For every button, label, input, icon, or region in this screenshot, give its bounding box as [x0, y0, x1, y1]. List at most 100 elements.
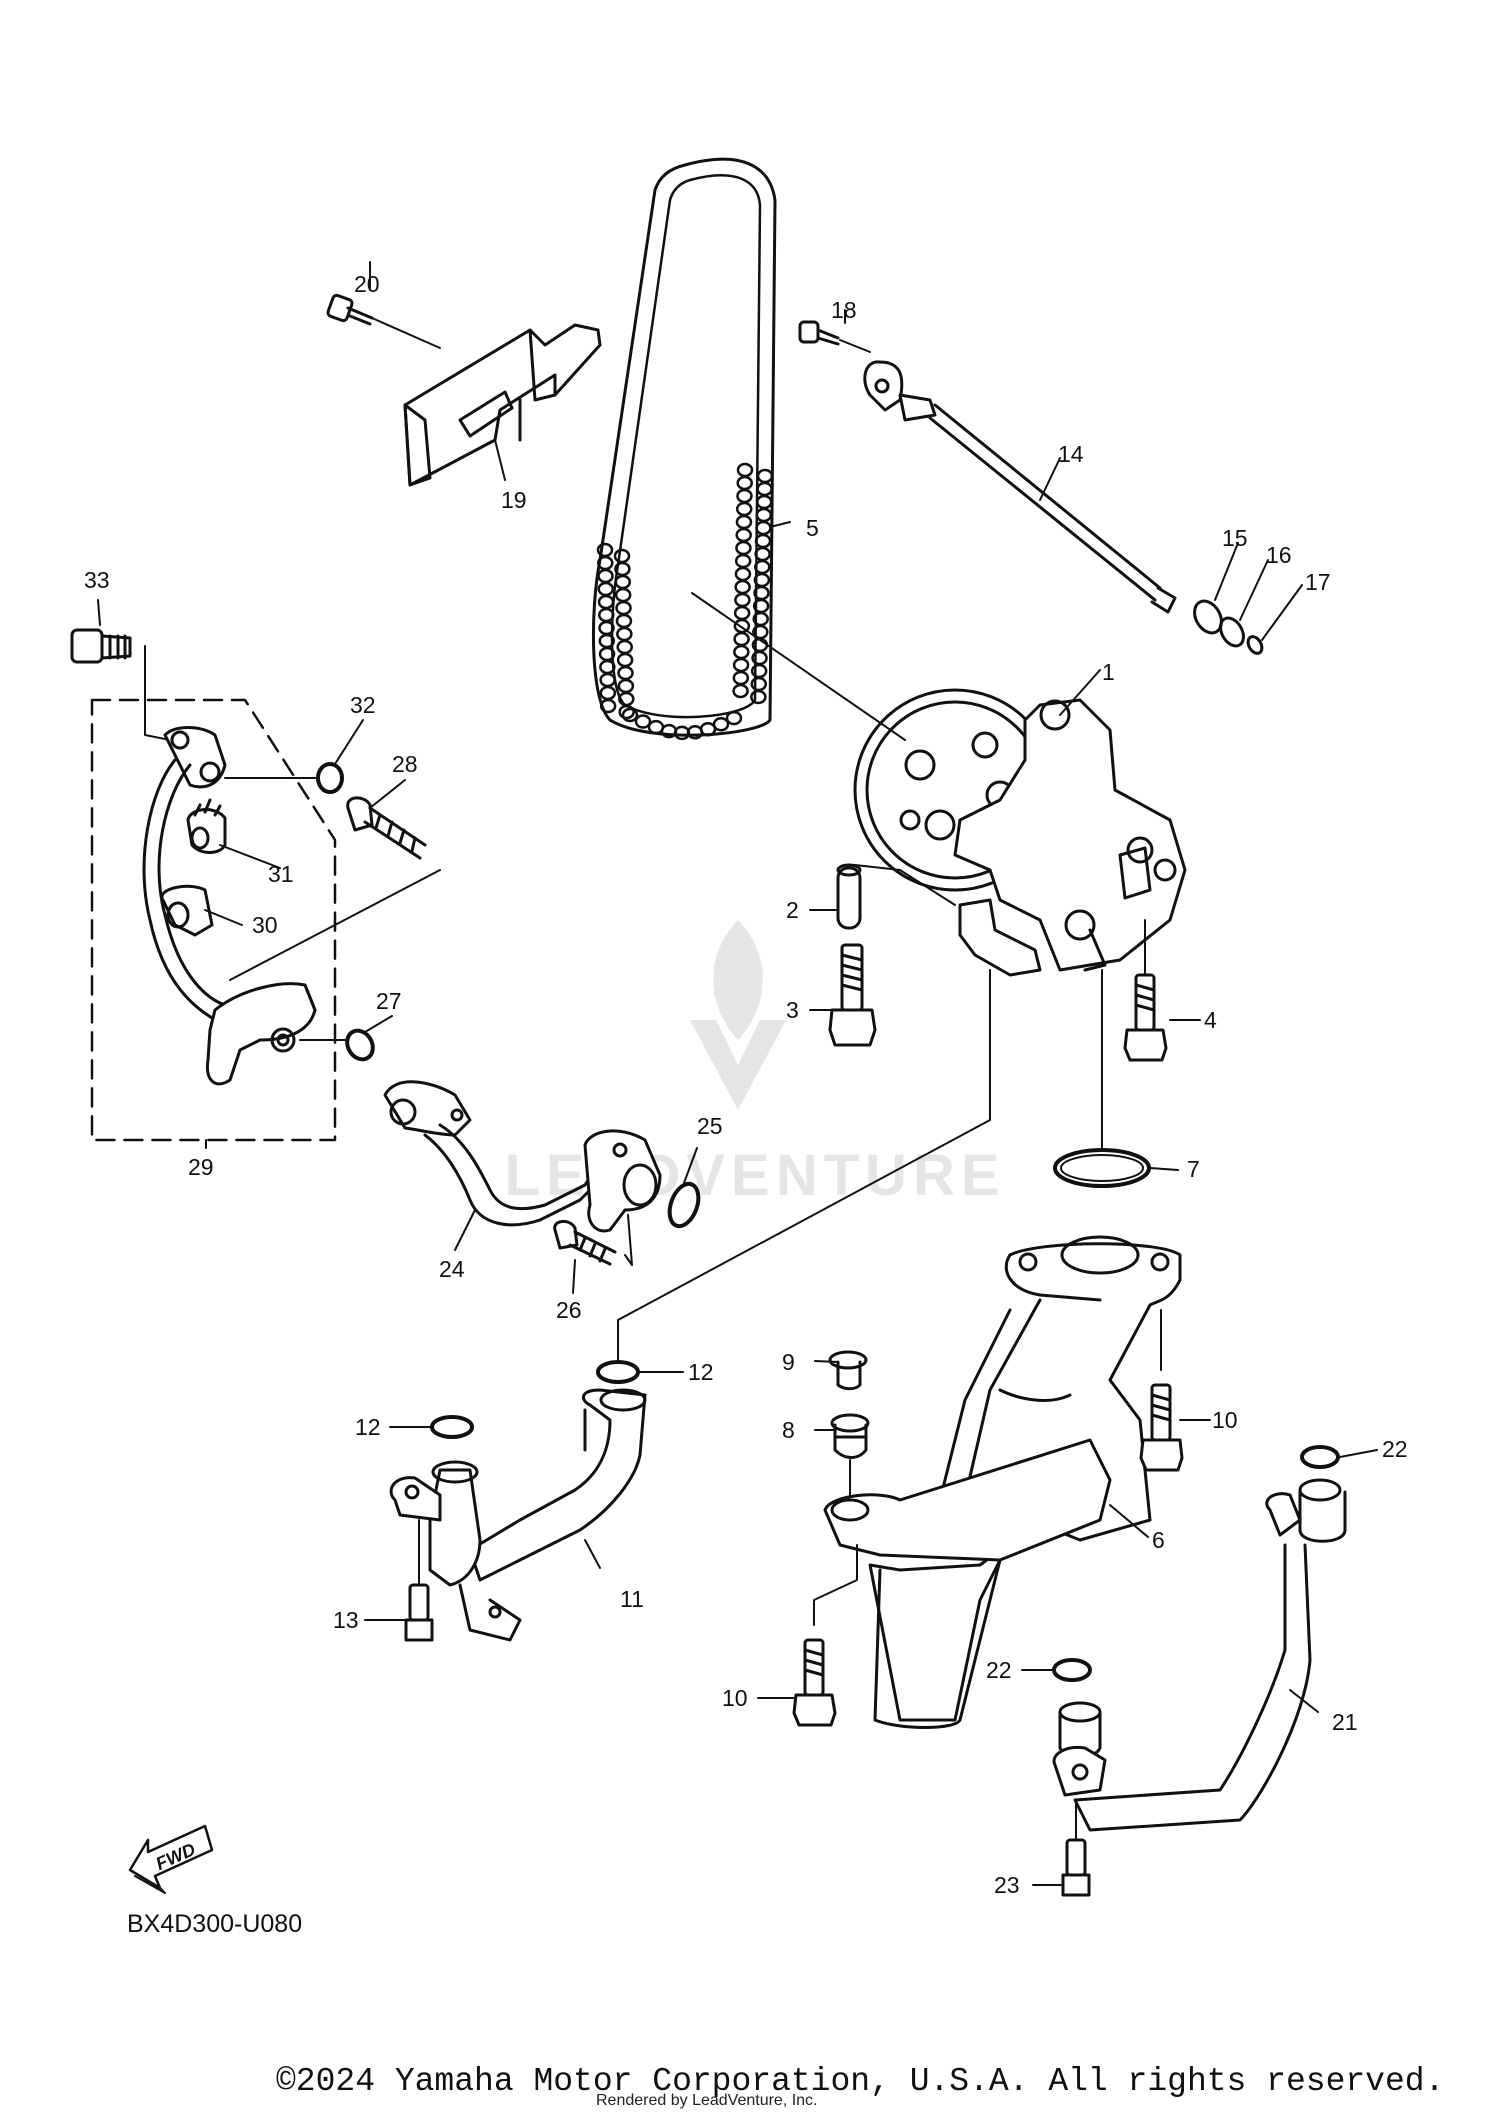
- chain-link: [737, 516, 751, 528]
- callout-23: 23: [994, 1872, 1020, 1898]
- chain-link: [757, 509, 771, 521]
- part-33-bolt[interactable]: [70, 628, 171, 741]
- callout-24: 24: [439, 1256, 465, 1282]
- chain-link: [737, 490, 751, 502]
- part-23-bolt[interactable]: [1061, 1799, 1091, 1897]
- part-6-oil-strainer[interactable]: [823, 1235, 1182, 1729]
- callout-labels: 1 2 3 4 5 6 7 8 9 10 10 11 12 12 13 14 1…: [84, 271, 1408, 1898]
- chain-link: [601, 674, 615, 686]
- part-8-grommet[interactable]: [830, 1413, 870, 1496]
- part-13-bolt[interactable]: [404, 1519, 434, 1642]
- chain-link: [617, 615, 631, 627]
- chain-link: [735, 633, 749, 645]
- part-22-oring-lower[interactable]: [1052, 1658, 1092, 1682]
- chain-link: [618, 641, 632, 653]
- callout-32: 32: [350, 692, 376, 718]
- chain-link: [623, 709, 637, 721]
- callout-22-upper: 22: [1382, 1436, 1408, 1462]
- chain-link: [736, 568, 750, 580]
- leader-lines: [97, 261, 1378, 1886]
- part-22-oring-upper[interactable]: [1300, 1445, 1340, 1469]
- chain-link: [615, 550, 629, 562]
- callout-27: 27: [376, 988, 402, 1014]
- part-28-bolt[interactable]: [229, 796, 441, 981]
- copyright-notice: ©2024 Yamaha Motor Corporation, U.S.A. A…: [276, 2063, 1445, 2100]
- part-1-oil-pump[interactable]: [853, 688, 1187, 977]
- chain-link: [734, 646, 748, 658]
- chain-link: [758, 470, 772, 482]
- part-3-bolt[interactable]: [828, 943, 877, 1047]
- chain-link: [734, 672, 748, 684]
- part-27-oring[interactable]: [299, 1026, 378, 1064]
- chain-link: [758, 483, 772, 495]
- part-2-dowel[interactable]: [836, 863, 956, 930]
- callout-18: 18: [831, 297, 857, 323]
- part-29-oil-pipe[interactable]: [142, 726, 317, 1086]
- callout-12-upper: 12: [688, 1359, 714, 1385]
- chain-link: [601, 687, 615, 699]
- chain-link: [736, 555, 750, 567]
- callout-19: 19: [501, 487, 527, 513]
- part-16-oring[interactable]: [1216, 614, 1248, 650]
- callout-15: 15: [1222, 525, 1248, 551]
- callout-16: 16: [1266, 542, 1292, 568]
- callout-33: 33: [84, 567, 110, 593]
- callout-22-lower: 22: [986, 1657, 1012, 1683]
- chain-link: [620, 706, 634, 718]
- part-17-oring[interactable]: [1245, 634, 1264, 656]
- callout-20: 20: [354, 271, 380, 297]
- chain-link: [734, 659, 748, 671]
- callout-12-lower: 12: [355, 1414, 381, 1440]
- part-4-bolt[interactable]: [1123, 919, 1168, 1062]
- part-31-clamp[interactable]: [186, 798, 227, 854]
- callout-5: 5: [806, 515, 819, 541]
- callout-8: 8: [782, 1417, 795, 1443]
- callout-6: 6: [1152, 1527, 1165, 1553]
- chain-link: [738, 477, 752, 489]
- part-19-bracket[interactable]: [403, 323, 602, 487]
- chain-link: [599, 583, 613, 595]
- callout-7: 7: [1187, 1156, 1200, 1182]
- part-10-bolt-upper[interactable]: [1139, 1309, 1184, 1472]
- chain-link: [734, 685, 748, 697]
- callout-4: 4: [1204, 1007, 1217, 1033]
- part-32-oring[interactable]: [224, 762, 344, 794]
- part-26-bolt[interactable]: [553, 1214, 633, 1266]
- part-25-oring[interactable]: [664, 1180, 703, 1230]
- callout-1: 1: [1102, 659, 1115, 685]
- callout-29: 29: [188, 1154, 214, 1180]
- chain-link: [736, 542, 750, 554]
- chain-link: [601, 700, 615, 712]
- callout-10-upper: 10: [1212, 1407, 1238, 1433]
- chain-link: [736, 581, 750, 593]
- part-5-chain[interactable]: [593, 159, 775, 739]
- callout-17: 17: [1305, 569, 1331, 595]
- callout-14: 14: [1058, 441, 1084, 467]
- part-24-oil-pipe[interactable]: [383, 1080, 662, 1233]
- part-20-bolt[interactable]: [326, 293, 441, 349]
- part-12-oring-upper[interactable]: [596, 1360, 640, 1384]
- chain-link: [636, 716, 650, 728]
- part-14-oil-level-rod[interactable]: [863, 360, 1177, 614]
- part-15-oring[interactable]: [1189, 596, 1227, 637]
- chain-link: [599, 596, 613, 608]
- part-10-bolt-lower[interactable]: [792, 1544, 858, 1727]
- part-30-clamp[interactable]: [160, 884, 214, 937]
- chain-link: [757, 496, 771, 508]
- leadventure-watermark: LEADVENTURE: [504, 920, 1000, 1208]
- chain-link: [616, 589, 630, 601]
- callout-2: 2: [786, 897, 799, 923]
- callout-9: 9: [782, 1349, 795, 1375]
- callout-30: 30: [252, 912, 278, 938]
- part-9-collar[interactable]: [828, 1350, 868, 1391]
- part-21-pipe[interactable]: [1052, 1478, 1347, 1832]
- callout-28: 28: [392, 751, 418, 777]
- chain-link: [714, 718, 728, 730]
- callout-31: 31: [268, 861, 294, 887]
- part-18-bolt[interactable]: [798, 320, 871, 353]
- part-11-pipe[interactable]: [389, 1388, 647, 1642]
- chain-link: [756, 522, 770, 534]
- part-12-oring-lower[interactable]: [430, 1415, 474, 1439]
- chain-link: [617, 628, 631, 640]
